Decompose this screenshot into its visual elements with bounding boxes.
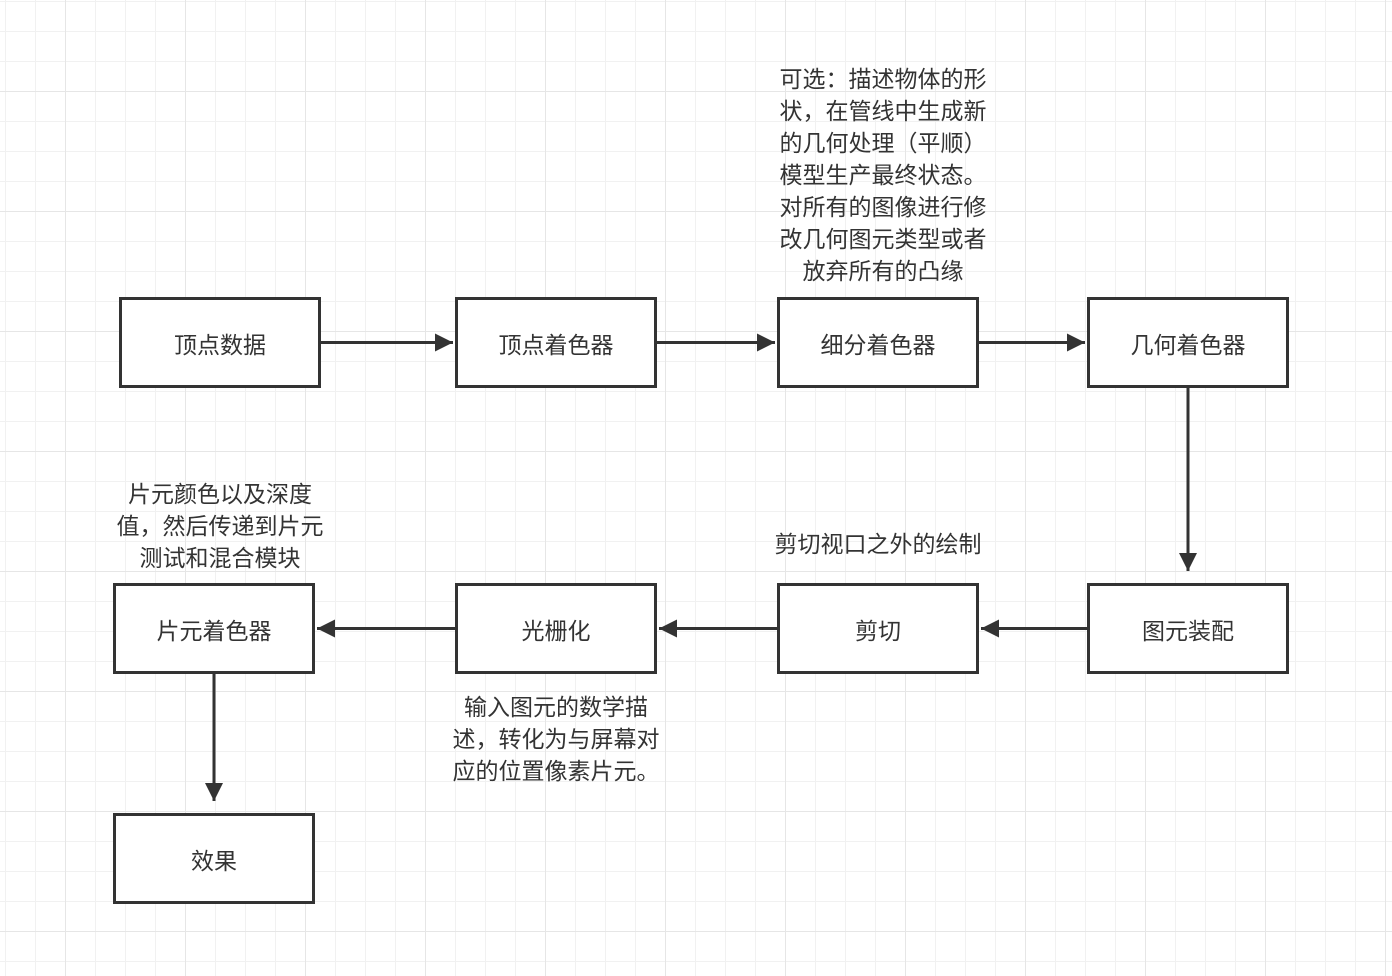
annotation-clipping: 剪切视口之外的绘制: [774, 532, 982, 558]
node-vertex-shader[interactable]: 顶点着色器: [455, 297, 657, 388]
annotation-fragment-shader: 片元颜色以及深度 值，然后传递到片元 测试和混合模块: [116, 482, 324, 572]
node-primitive-assembly[interactable]: 图元装配: [1087, 583, 1289, 674]
node-clipping[interactable]: 剪切: [777, 583, 979, 674]
node-effect[interactable]: 效果: [113, 813, 315, 904]
node-label: 效果: [191, 848, 237, 875]
node-geometry-shader[interactable]: 几何着色器: [1087, 297, 1289, 388]
node-label: 几何着色器: [1130, 332, 1246, 359]
node-label: 剪切: [855, 618, 901, 645]
annotation-geometry-shader: 可选：描述物体的形 状，在管线中生成新 的几何处理（平顺） 模型生产最终状态。 …: [779, 67, 987, 285]
node-label: 细分着色器: [820, 332, 936, 359]
node-tessellation-shader[interactable]: 细分着色器: [777, 297, 979, 388]
node-label: 顶点数据: [174, 332, 266, 359]
annotation-rasterization: 输入图元的数学描 述，转化为与屏幕对 应的位置像素片元。: [452, 695, 660, 785]
node-label: 光栅化: [521, 618, 591, 645]
node-label: 图元装配: [1142, 618, 1234, 645]
node-label: 顶点着色器: [498, 332, 614, 359]
node-rasterization[interactable]: 光栅化: [455, 583, 657, 674]
node-vertex-data[interactable]: 顶点数据: [119, 297, 321, 388]
node-fragment-shader[interactable]: 片元着色器: [113, 583, 315, 674]
node-label: 片元着色器: [156, 618, 272, 645]
